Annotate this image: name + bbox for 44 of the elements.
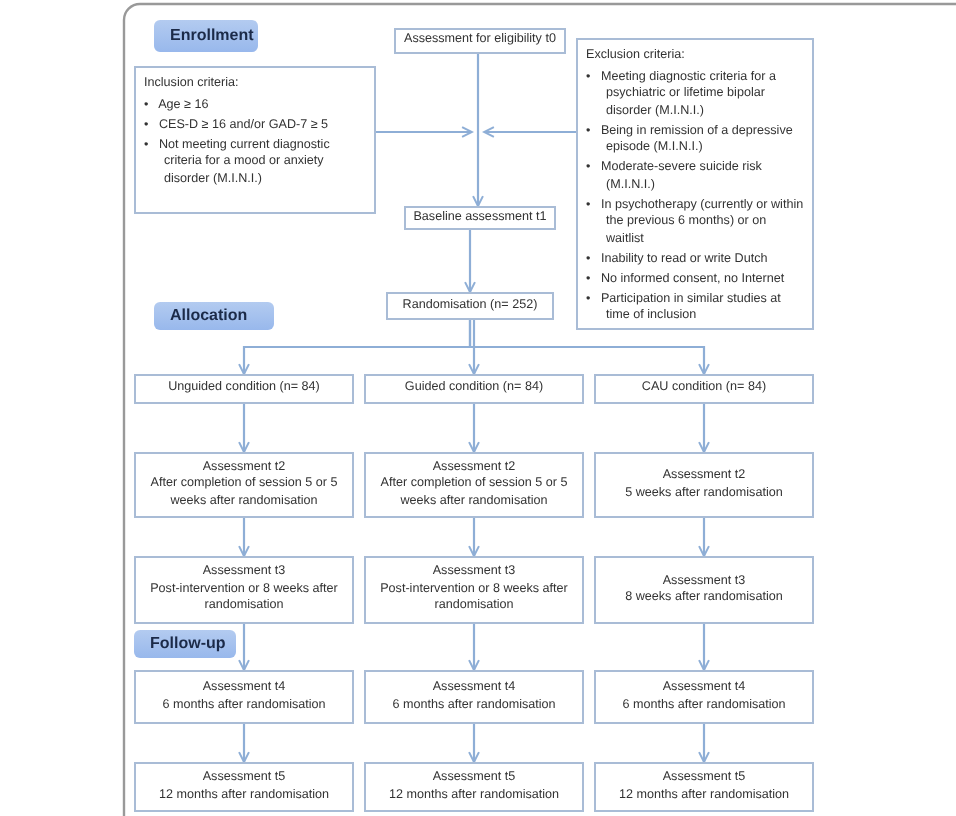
arrow: [468, 404, 480, 453]
criteria-box: [576, 38, 814, 330]
stage-band: [154, 302, 274, 330]
process-box: [364, 762, 584, 812]
arrow: [472, 54, 484, 207]
criteria-box: [134, 66, 376, 214]
arrow: [468, 624, 480, 671]
arrow: [238, 724, 250, 763]
process-box: [134, 670, 354, 724]
arrow: [698, 624, 710, 671]
process-box: [364, 556, 584, 624]
process-box: [386, 292, 554, 320]
arrow: [238, 518, 250, 557]
process-box: [594, 670, 814, 724]
arrow: [376, 126, 473, 138]
stage-band: [154, 20, 258, 52]
arrow: [238, 404, 250, 453]
arrow: [698, 518, 710, 557]
arrow: [483, 126, 576, 138]
arrow: [464, 230, 476, 293]
stage-band: [134, 630, 236, 658]
process-box: [594, 374, 814, 404]
process-box: [594, 452, 814, 518]
process-box: [404, 206, 556, 230]
arrow: [698, 724, 710, 763]
arrow: [468, 320, 710, 375]
process-box: [394, 28, 566, 54]
process-box: [134, 556, 354, 624]
arrow: [468, 724, 480, 763]
process-box: [364, 670, 584, 724]
process-box: [134, 762, 354, 812]
process-box: [134, 374, 354, 404]
arrow: [698, 404, 710, 453]
stage-label: Enrollment: [170, 25, 254, 47]
process-box: [364, 374, 584, 404]
process-box: [594, 762, 814, 812]
stage-label: Allocation: [170, 305, 248, 327]
arrow: [238, 624, 250, 671]
process-box: [594, 556, 814, 624]
process-box: [364, 452, 584, 518]
stage-label: Follow-up: [150, 633, 226, 655]
arrow: [468, 518, 480, 557]
process-box: [134, 452, 354, 518]
arrow: [468, 320, 480, 375]
